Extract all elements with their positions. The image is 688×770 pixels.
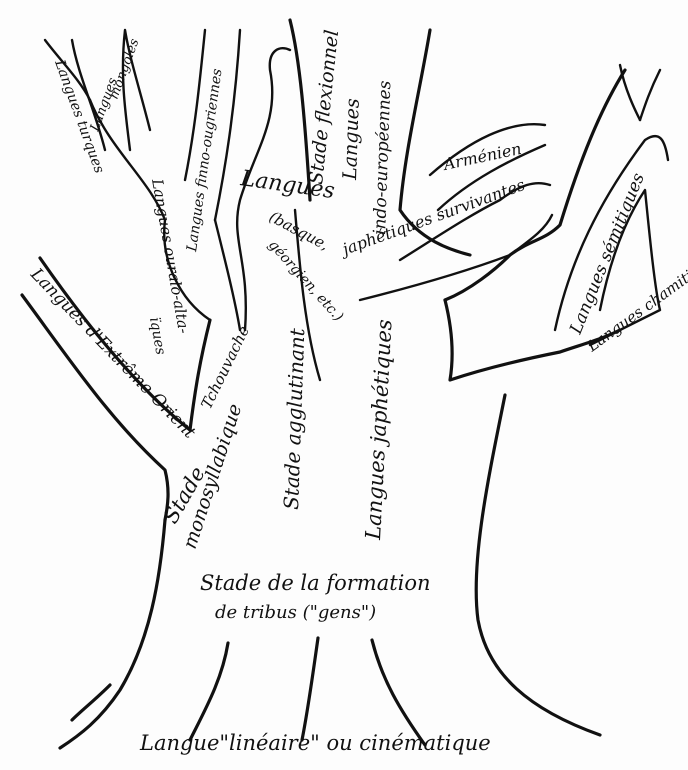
armenian-label: Arménien xyxy=(440,139,523,174)
root-label: Langue"linéaire" ou cinématique xyxy=(139,731,491,755)
ural-altaic-label-1: Langues ouralo-alta- xyxy=(148,177,193,335)
finno-ugric-text: Langues finno-ougriennes xyxy=(184,68,226,254)
ural-altaic-branch-right xyxy=(215,220,240,330)
ural-altaic-label-2: ïques xyxy=(146,316,168,356)
indo-european-label-2: indo-européennes xyxy=(370,80,395,235)
finno-ugric-label: Langues finno-ougriennes xyxy=(184,68,226,254)
trunk-left-edge xyxy=(60,520,165,748)
ural-altaic-line2: ïques xyxy=(146,316,168,356)
armenian-text: Arménien xyxy=(440,139,523,174)
stage-agglutinant-text: Stade agglutinant xyxy=(279,327,309,510)
stage-flexional-text: Stade flexionnel xyxy=(305,29,343,186)
root-right xyxy=(372,640,425,745)
finno-ugric-branch-right xyxy=(215,30,240,220)
stage-flexional-label: Stade flexionnel xyxy=(305,29,343,186)
ural-altaic-line1: Langues ouralo-alta- xyxy=(148,177,193,335)
indo-european-label-1: Langues xyxy=(339,98,364,182)
trunk-right-edge xyxy=(476,395,600,735)
root-far-left xyxy=(72,685,110,720)
indo-european-line2: indo-européennes xyxy=(370,80,395,235)
stage-agglutinant-label: Stade agglutinant xyxy=(279,327,309,510)
japhetic-trunk-text: Langues japhétiques xyxy=(361,318,397,541)
root-left-1 xyxy=(190,643,228,740)
indo-european-line1: Langues xyxy=(339,98,364,182)
japhetic-survivors-line2: japhétiques survivantes xyxy=(337,175,527,260)
trunk-stage-label-2: de tribus ("gens") xyxy=(215,602,376,623)
root-left-2 xyxy=(302,638,318,740)
japhetic-survivors-label-2: japhétiques survivantes xyxy=(337,175,527,260)
semitic-branch-inner xyxy=(640,70,660,120)
japhetic-trunk-label: Langues japhétiques xyxy=(361,318,397,541)
trunk-stage-label-1: Stade de la formation xyxy=(200,571,431,595)
semitic-branch-top xyxy=(620,65,640,120)
left-branch-outer xyxy=(190,320,210,430)
